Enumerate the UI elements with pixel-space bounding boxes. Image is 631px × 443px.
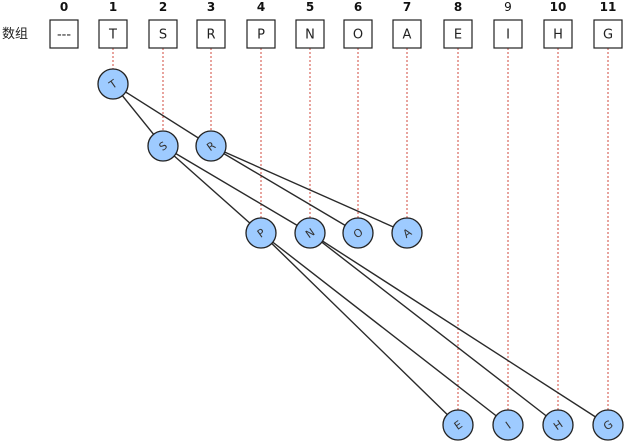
tree-node-circle [294,217,326,249]
array-cell-value: I [506,28,510,43]
guide-lines [112,48,609,410]
tree-edge-s-n [162,145,311,234]
array-cell-value: E [454,28,462,43]
array-cell-value: T [108,28,117,43]
array-index-label: 10 [550,0,567,14]
tree-node-circle [195,130,227,162]
tree-node-circle [592,409,624,441]
tree-edge-p-e [260,232,459,426]
tree-node-i: I [492,409,524,441]
tree-node-a: A [391,217,423,249]
array-index-label: 8 [454,0,462,14]
array-cell [196,19,226,49]
tree-edge-r-a [210,145,408,234]
array-cell [49,19,79,49]
tree-node-circle [245,217,277,249]
array-cell-value: O [353,28,363,43]
tree-node-s: S [147,130,179,162]
tree-edge-n-g [309,232,609,426]
tree-node-r: R [195,130,227,162]
array-cell [543,19,573,49]
tree-node-circle [97,68,129,100]
array-cell-value: P [257,28,265,43]
tree-node-e: E [442,409,474,441]
tree-node-t: T [97,68,129,100]
tree-node-circle [542,409,574,441]
tree-edges [112,83,609,426]
tree-node-circle [342,217,374,249]
tree-node-n: N [294,217,326,249]
array-cell-value: H [553,28,563,43]
tree-edge-p-i [260,232,509,426]
array-cell [148,19,178,49]
array-cell-value: --- [57,28,71,43]
array-index-label: 6 [354,0,362,14]
array-row: 数组 0 --- 1T 2S 3R 4P 5N 6O 7A 8E 9I 10H 11G [2,0,623,49]
tree-node-label: I [503,419,513,432]
tree-node-o: O [342,217,374,249]
array-cell-value: N [305,28,315,43]
array-index-label: 2 [159,0,167,14]
array-index-label: 1 [109,0,117,14]
array-index-label: 3 [207,0,215,14]
array-cell [98,19,128,49]
array-cell [295,19,325,49]
array-index-label: 4 [257,0,265,14]
array-cell [343,19,373,49]
array-cell [493,19,523,49]
array-cell-value: G [603,28,613,43]
array-index-label: 5 [306,0,314,14]
array-cell [593,19,623,49]
array-cell-value: A [403,28,412,43]
tree-node-h: H [542,409,574,441]
tree-edge-t-r [112,83,212,147]
tree-edge-n-h [309,232,559,426]
tree-node-circle [391,217,423,249]
tree-edge-r-o [210,145,359,234]
array-cell-value: S [159,28,167,43]
array-index-label: 0 [60,0,68,14]
array-cell [443,19,473,49]
array-label: 数组 [2,27,28,42]
array-cell [246,19,276,49]
tree-node-g: G [592,409,624,441]
array-index-label: 7 [403,0,411,14]
tree-edge-s-p [162,145,262,234]
array-cell [392,19,422,49]
array-cell-value: R [206,28,215,43]
tree-node-p: P [245,217,277,249]
tree-node-circle [147,130,179,162]
array-index-label: 9 [504,0,512,14]
tree-node-circle [492,409,524,441]
tree-node-circle [442,409,474,441]
array-index-label: 11 [600,0,617,14]
